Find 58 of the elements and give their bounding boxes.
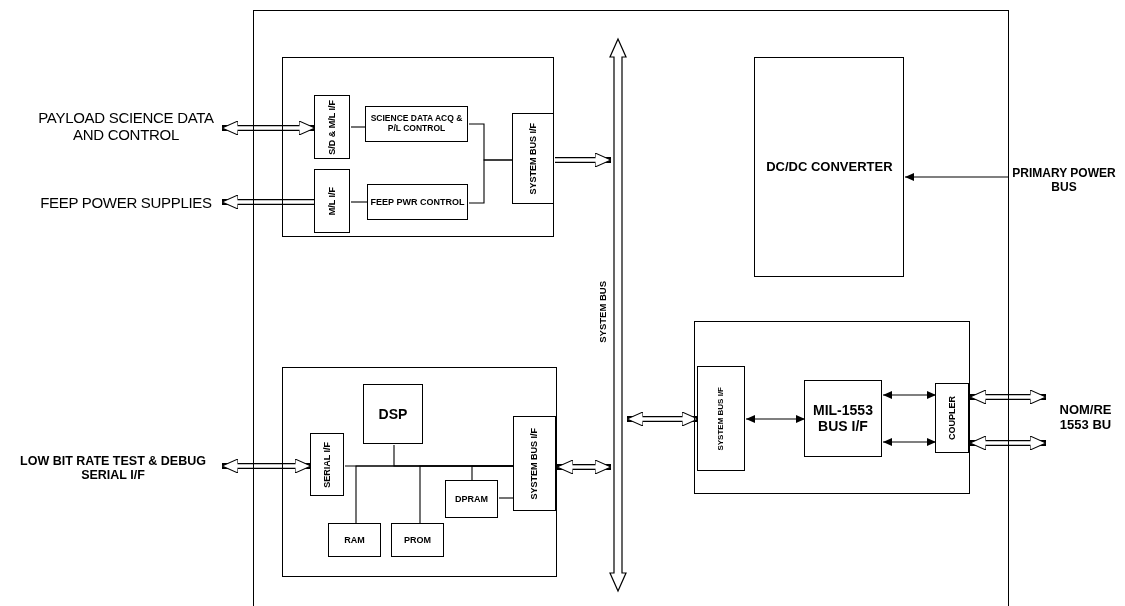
- block-label: DPRAM: [455, 493, 488, 505]
- block-box: [804, 380, 882, 457]
- connector-line: [350, 126, 367, 128]
- double-line-arrow: [221, 120, 316, 136]
- block-label: MIL-1553 BUS I/F: [812, 402, 874, 435]
- double-line-arrow: [626, 411, 699, 427]
- block-box: [328, 523, 381, 557]
- module-box: [282, 367, 558, 578]
- block-box: [445, 480, 498, 518]
- signal-label: PAYLOAD SCIENCE DATA AND CONTROL: [37, 108, 215, 144]
- block-label: RAM: [344, 534, 365, 546]
- module-box: [694, 321, 971, 495]
- block-label: FEEP PWR CONTROL: [370, 196, 465, 208]
- connector-line: [498, 497, 515, 499]
- block-label: COUPLER: [947, 395, 957, 440]
- arrow: [882, 438, 937, 446]
- connector-line: [471, 465, 515, 482]
- bus-label: SYSTEM BUS: [597, 281, 608, 343]
- block-label: SYSTEM BUS I/F: [528, 122, 538, 195]
- block-box: [367, 184, 468, 220]
- block-label: DSP: [378, 405, 408, 423]
- block-box: [310, 433, 344, 496]
- block-box: [391, 523, 444, 557]
- block-box: [697, 366, 745, 471]
- connector-line: [468, 159, 514, 204]
- block-label: SYSTEM BUS I/F: [529, 427, 540, 500]
- signal-label: FEEP POWER SUPPLIES: [40, 194, 212, 212]
- block-label: M/L I/F: [327, 186, 337, 216]
- block-box: [363, 384, 423, 444]
- double-line-arrow: [555, 152, 612, 168]
- block-label: SYSTEM BUS I/F: [716, 386, 726, 451]
- signal-label: LOW BIT RATE TEST & DEBUG SERIAL I/F: [19, 453, 207, 483]
- bus-double-arrow: [610, 39, 627, 592]
- double-line-arrow: [969, 435, 1047, 451]
- block-label: SCIENCE DATA ACQ & P/L CONTROL: [369, 114, 464, 134]
- signal-label: PRIMARY POWER BUS: [1011, 167, 1117, 195]
- block-box: [754, 57, 905, 278]
- block-box: [314, 169, 350, 233]
- block-label: PROM: [404, 534, 431, 546]
- connector-line: [350, 201, 369, 203]
- arrow: [882, 391, 937, 399]
- arrow: [904, 173, 1010, 181]
- block-label: S/D & M/L I/F: [327, 99, 337, 155]
- double-line-arrow: [221, 458, 312, 474]
- block-box: [314, 95, 350, 159]
- block-box: [513, 416, 556, 511]
- block-box: [365, 106, 468, 142]
- double-line-arrow: [969, 389, 1047, 405]
- block-box: [935, 383, 969, 453]
- block-box: [512, 113, 554, 204]
- double-line-arrow: [221, 194, 315, 210]
- arrow: [745, 415, 806, 423]
- double-line-arrow: [556, 459, 612, 475]
- module-box: [253, 10, 1009, 606]
- signal-label: NOM/RE 1553 BU: [1058, 403, 1113, 433]
- block-label: DC/DC CONVERTER: [766, 159, 893, 175]
- block-label: SERIAL I/F: [322, 441, 332, 488]
- module-box: [282, 57, 555, 238]
